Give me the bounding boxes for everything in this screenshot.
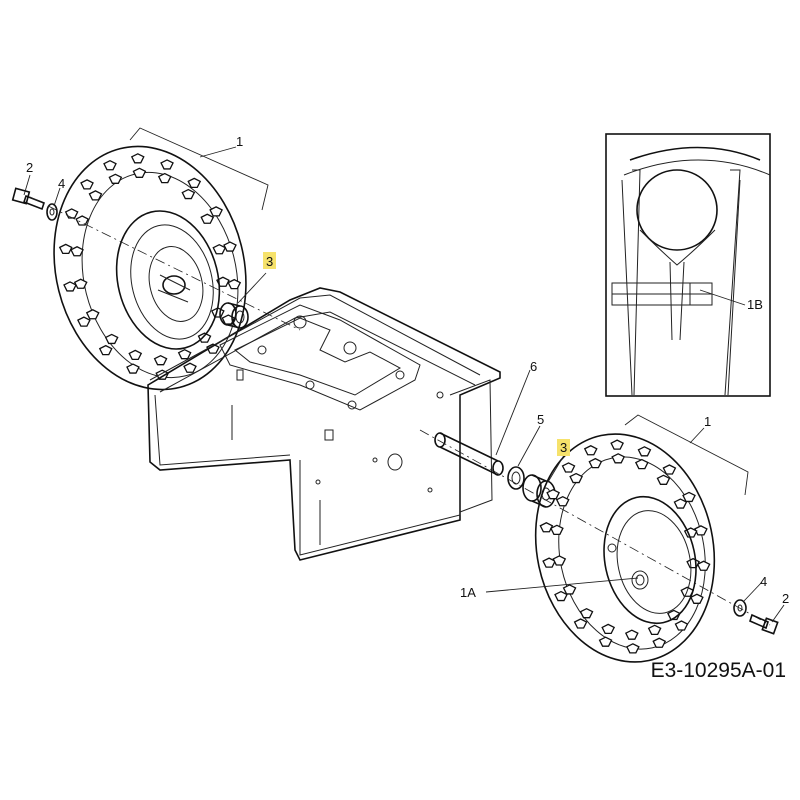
callout-wheel-left: 1 xyxy=(236,134,243,149)
tread-block xyxy=(634,458,649,470)
tread-block xyxy=(579,607,594,619)
tread-block xyxy=(598,636,613,647)
tread-block xyxy=(187,177,202,189)
callout-bolt-left: 2 xyxy=(26,160,33,175)
drawing-id: E3-10295A-01 xyxy=(651,659,786,682)
tread-block xyxy=(682,491,696,503)
tread-block xyxy=(77,316,91,327)
tread-block xyxy=(637,446,652,457)
tread-block xyxy=(561,462,576,473)
tread-block xyxy=(550,524,564,535)
tread-block xyxy=(223,241,237,252)
tire-tread-right xyxy=(539,439,711,654)
tread-block xyxy=(153,354,168,366)
tread-block xyxy=(647,624,662,635)
tread-block xyxy=(128,349,143,361)
highlight-spacer-left xyxy=(263,252,276,269)
tire-tread-left xyxy=(58,153,242,380)
tread-block xyxy=(75,215,90,226)
tread-block xyxy=(539,522,554,533)
tread-block xyxy=(63,281,77,292)
tread-block xyxy=(686,557,700,569)
tread-block xyxy=(696,560,711,571)
callout-washer-right: 4 xyxy=(760,574,767,589)
bolt-right xyxy=(749,613,779,635)
tread-block xyxy=(108,173,123,184)
tread-block xyxy=(177,348,192,360)
wheel-left xyxy=(53,145,247,391)
washer-left xyxy=(46,203,58,221)
highlight-spacer-right xyxy=(557,439,570,456)
spacer-left xyxy=(219,302,249,329)
tread-block xyxy=(542,557,556,568)
callout-axle: 6 xyxy=(530,359,537,374)
tread-block xyxy=(552,555,567,566)
tread-block xyxy=(652,637,667,648)
tread-block xyxy=(625,643,640,654)
axle xyxy=(434,432,504,476)
tread-block xyxy=(104,333,119,345)
callout-spacer-left: 3 xyxy=(266,254,273,269)
callout-bushing: 5 xyxy=(537,412,544,427)
tread-block xyxy=(58,243,73,255)
bushing xyxy=(507,466,525,490)
tread-block xyxy=(690,593,704,604)
tread-block xyxy=(130,153,145,164)
callout-wheel-right: 1 xyxy=(704,414,711,429)
callout-valve-1b: 1B xyxy=(747,297,763,312)
tread-block xyxy=(206,343,220,354)
tread-block xyxy=(674,620,689,631)
tread-block xyxy=(64,208,79,219)
tread-block xyxy=(694,525,708,536)
tread-block xyxy=(546,488,560,500)
tread-block xyxy=(73,278,88,289)
tread-block xyxy=(209,206,223,217)
tread-block xyxy=(601,623,616,635)
tread-block xyxy=(562,584,577,595)
callout-bolt-right: 2 xyxy=(782,591,789,606)
tread-block xyxy=(611,453,626,464)
callout-spacer-right: 3 xyxy=(560,440,567,455)
tread-block xyxy=(103,159,117,171)
tread-block xyxy=(88,190,103,201)
tread-block xyxy=(200,213,215,224)
tread-block xyxy=(98,344,113,356)
tread-block xyxy=(80,179,94,190)
tread-block xyxy=(181,188,196,200)
tread-block xyxy=(656,474,671,485)
tread-block xyxy=(583,445,598,456)
tread-block xyxy=(212,244,227,255)
tread-block xyxy=(70,246,84,257)
tread-block xyxy=(624,629,639,640)
leader-lines xyxy=(23,127,785,623)
tread-block xyxy=(126,363,140,374)
tread-block xyxy=(132,167,147,178)
wheel-right xyxy=(534,433,716,663)
washer-right xyxy=(733,599,747,617)
callout-hub-1a: 1A xyxy=(460,585,476,600)
inset-detail xyxy=(605,133,771,397)
tread-block xyxy=(85,309,100,320)
tread-block xyxy=(662,464,677,475)
tread-block xyxy=(227,278,242,290)
tread-block xyxy=(160,159,174,170)
tread-block xyxy=(569,472,583,484)
tread-block xyxy=(157,172,172,184)
tread-block xyxy=(588,457,603,469)
tread-block xyxy=(554,590,568,602)
tread-block xyxy=(573,618,588,629)
tread-block xyxy=(183,362,197,373)
bolt-left xyxy=(11,187,45,211)
callout-washer-left: 4 xyxy=(58,176,65,191)
tread-block xyxy=(610,439,625,450)
tread-block xyxy=(673,498,688,509)
tread-block xyxy=(555,495,570,507)
